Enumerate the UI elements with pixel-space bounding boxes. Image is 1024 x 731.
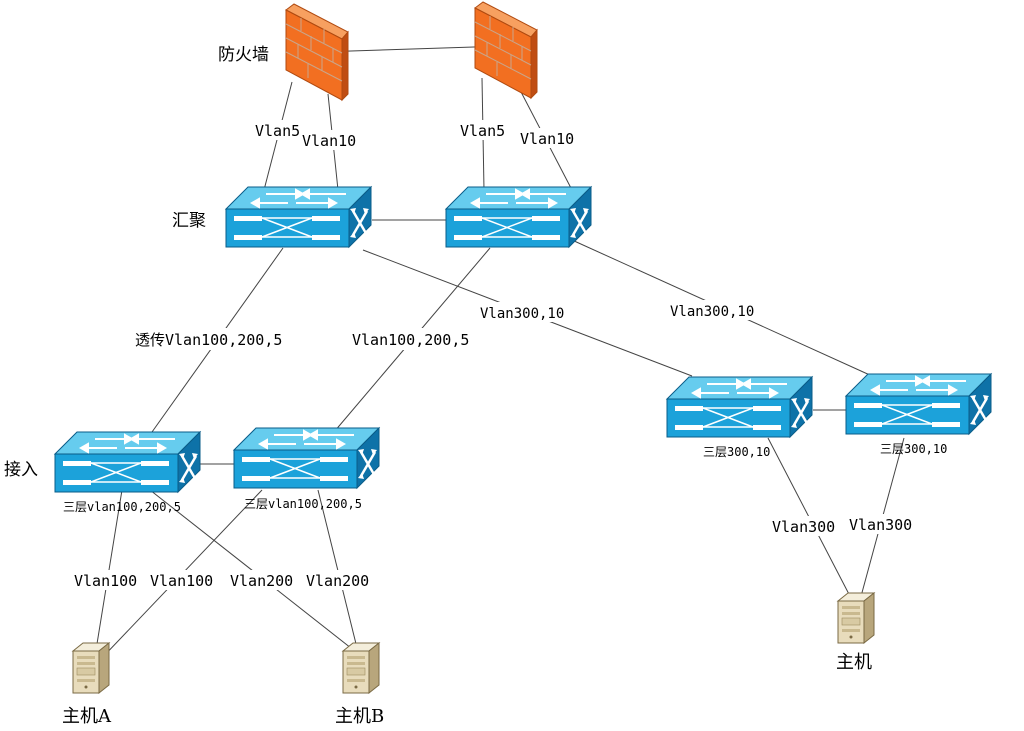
l3-switch-b-icon <box>844 372 993 436</box>
link-labels: Vlan5 Vlan10 Vlan5 Vlan10 透传Vlan100,200,… <box>72 120 919 590</box>
link-label-acc1-hostA: Vlan100 <box>74 572 137 590</box>
label-firewall: 防火墙 <box>218 45 269 65</box>
access-switch-2-icon <box>232 426 381 490</box>
link-label-acc2-hostA: Vlan100 <box>150 572 213 590</box>
access-switch-1-caption: 三层vlan100,200,5 <box>63 500 181 514</box>
link-label-fw1-vlan10: Vlan10 <box>302 132 356 150</box>
host-b-label: 主机B <box>335 706 384 727</box>
aggregation-switch-1-icon <box>224 185 373 249</box>
host-a-label: 主机A <box>62 706 112 727</box>
label-access: 接入 <box>4 460 38 480</box>
label-aggregation: 汇聚 <box>172 211 206 231</box>
firewall-icon-1 <box>285 3 349 101</box>
link-label-agg1-l3a: Vlan300,10 <box>480 306 564 322</box>
host-c-server-icon <box>837 592 875 644</box>
link-label-agg2-l3b: Vlan300,10 <box>670 304 754 320</box>
host-b-server-icon <box>342 642 380 694</box>
l3-switch-b-caption: 三层300,10 <box>880 442 947 456</box>
firewall-icon-2 <box>474 1 538 99</box>
link-label-agg1-passthrough: 透传Vlan100,200,5 <box>135 331 282 349</box>
link-label-l3a-host: Vlan300 <box>772 518 835 536</box>
link-label-acc1-hostB: Vlan200 <box>230 572 293 590</box>
link-label-fw2-vlan5: Vlan5 <box>460 122 505 140</box>
link-label-acc2-hostB: Vlan200 <box>306 572 369 590</box>
host-c-label: 主机 <box>836 652 872 673</box>
link-label-l3b-host: Vlan300 <box>849 516 912 534</box>
access-switch-1-icon <box>53 430 202 494</box>
link-label-fw2-vlan10: Vlan10 <box>520 130 574 148</box>
link-label-fw1-vlan5: Vlan5 <box>255 122 300 140</box>
link-label-agg2-down: Vlan100,200,5 <box>352 331 469 349</box>
l3-switch-a-caption: 三层300,10 <box>703 445 770 459</box>
access-switch-2-caption: 三层vlan100,200,5 <box>244 497 362 511</box>
l3-switch-a-icon <box>665 375 814 439</box>
line-fw1-fw2 <box>319 45 506 53</box>
aggregation-switch-2-icon <box>444 185 593 249</box>
host-a-server-icon <box>72 642 110 694</box>
